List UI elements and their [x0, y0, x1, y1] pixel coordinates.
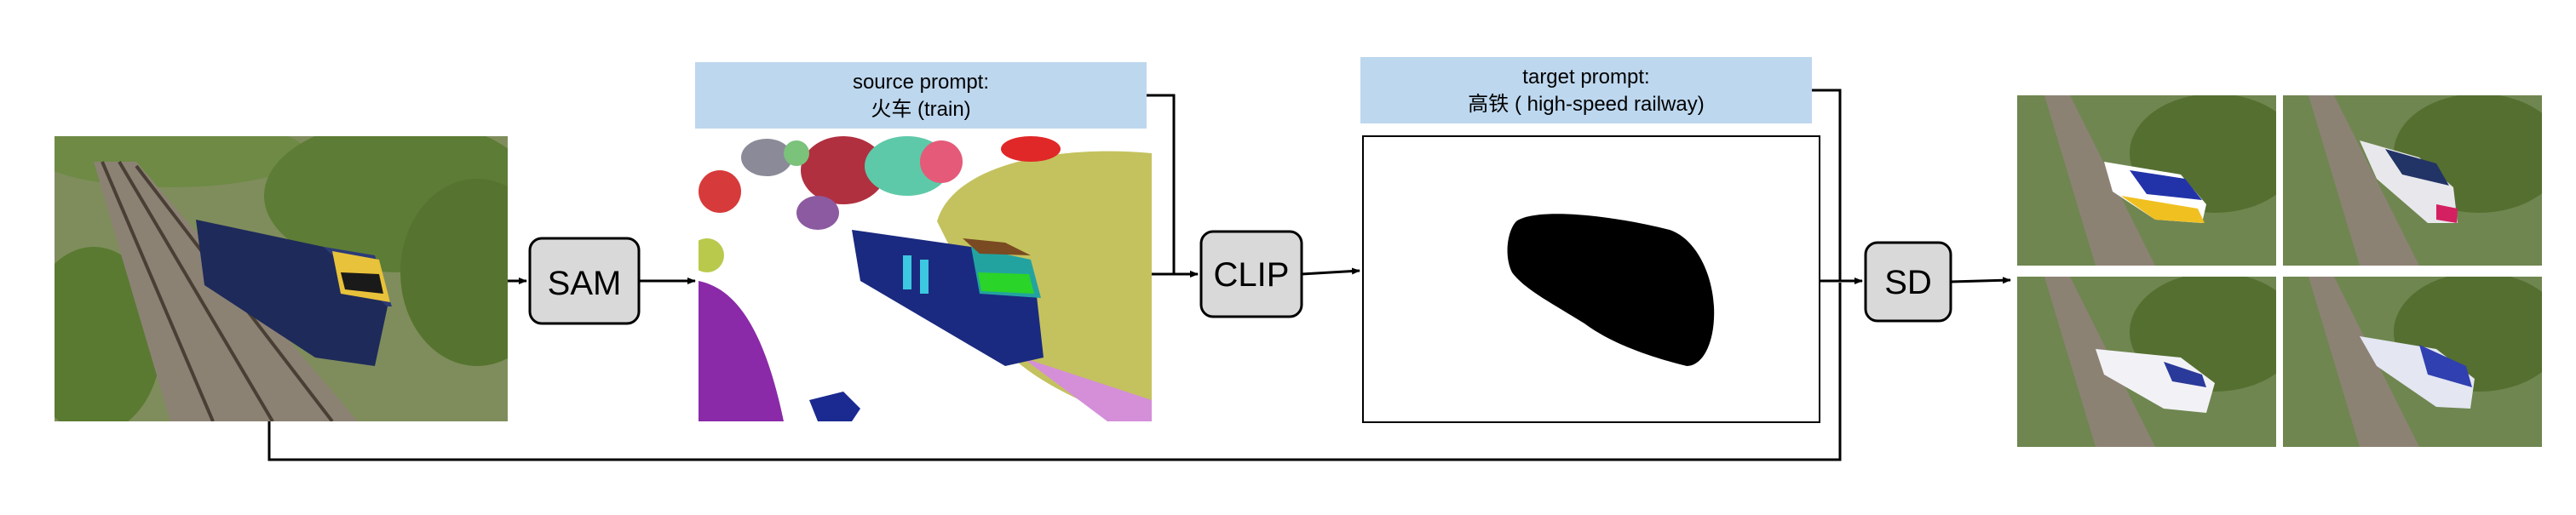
sam-label: SAM	[548, 265, 622, 302]
sd-label: SD	[1884, 264, 1932, 301]
output-image-1	[2017, 95, 2276, 266]
segmentation-map	[699, 136, 1152, 421]
mask-image	[1362, 135, 1820, 423]
target-prompt-line2: 高铁 ( high-speed railway)	[1468, 93, 1704, 116]
clip-label: CLIP	[1214, 256, 1290, 294]
output-image-2	[2283, 95, 2542, 266]
connector-arrows	[267, 89, 2011, 461]
target-prompt-box	[1360, 57, 1812, 123]
source-prompt-box	[695, 62, 1147, 129]
source-prompt-line2: 火车 (train)	[871, 98, 970, 121]
input-train-photo	[55, 136, 508, 421]
output-image-3	[2017, 277, 2276, 447]
source-prompt-line1: source prompt:	[853, 71, 989, 94]
output-image-4	[2283, 277, 2542, 447]
target-prompt-line1: target prompt:	[1522, 66, 1649, 89]
